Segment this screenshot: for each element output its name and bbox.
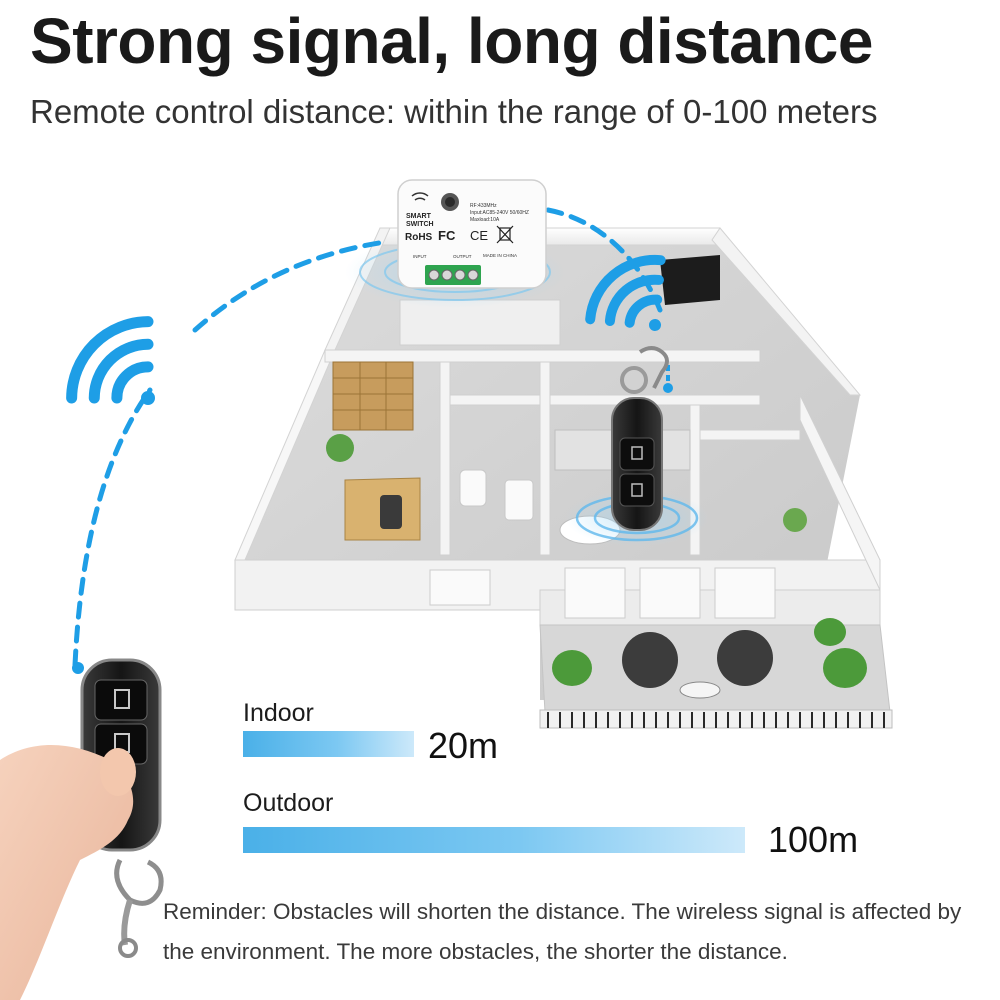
remote-control-room [611,346,669,531]
smart-switch-device: SMART SWITCH RF:433MHz Input:AC85-240V 5… [397,179,547,289]
output-label: OUTPUT [453,254,472,259]
rohs-mark: RoHS [405,232,433,243]
indoor-range-value: 20m [428,725,499,766]
switch-spec-rf: RF:433MHz [470,203,497,209]
wifi-icon [585,254,666,331]
fc-mark: FC [438,228,456,243]
hand-holding-remote [0,658,164,1000]
wifi-icon [66,316,155,405]
signal-path-right [545,207,663,313]
switch-spec-input: Input:AC85-240V 50/60HZ [470,210,529,216]
signal-path-left [72,387,153,668]
made-in-label: MADE IN CHINA [483,253,517,258]
input-label: INPUT [413,254,427,259]
outdoor-range-value: 100m [768,819,859,860]
reminder-text: Reminder: Obstacles will shorten the dis… [163,899,962,964]
indoor-label: Indoor [243,699,314,727]
outdoor-range-bar [243,827,745,853]
house-floorplan [234,227,881,700]
subheadline: Remote control distance: within the rang… [30,93,878,130]
signal-path-top [192,239,388,333]
switch-brand-line1: SMART [406,213,432,220]
terminal-block [425,265,481,285]
switch-spec-load: Maxload:10A [470,217,500,223]
weee-bin-icon [496,225,514,244]
headline: Strong signal, long distance [30,5,873,77]
patio [539,618,893,729]
wifi-icon [414,197,426,201]
ce-mark: CE [470,228,488,243]
indoor-range-bar [243,731,414,757]
switch-brand-line2: SWITCH [406,221,434,228]
outdoor-label: Outdoor [243,789,334,817]
